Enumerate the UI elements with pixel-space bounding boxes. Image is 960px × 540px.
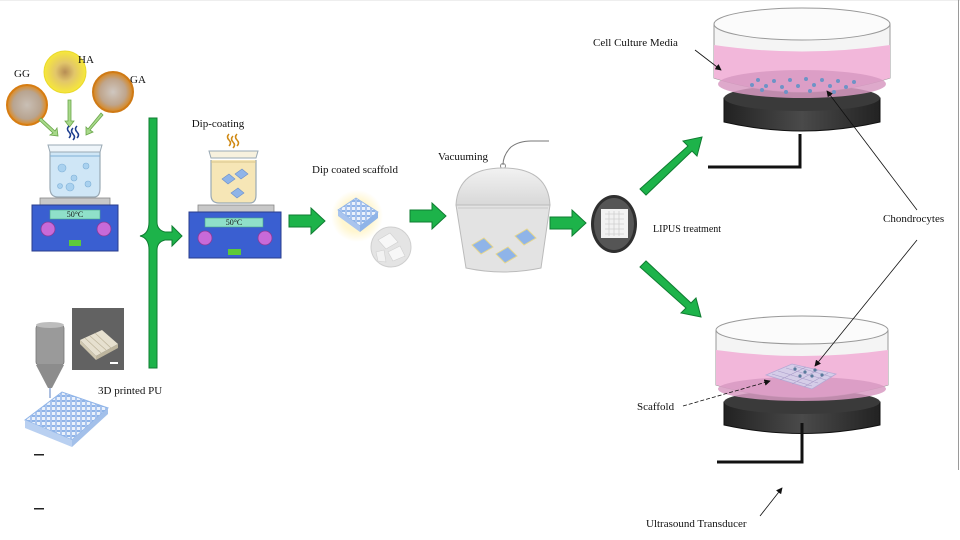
right-border <box>958 0 959 470</box>
label-dip-coated-scaffold: Dip coated scaffold <box>312 164 398 176</box>
label-lipus-treatment: LIPUS treatment <box>653 224 721 235</box>
dip-coated-scaffold-image <box>331 190 383 242</box>
hotplate-dip-coating <box>188 204 282 259</box>
label-ga: GA <box>130 74 146 86</box>
pointer-chondrocytes-bottom <box>814 239 918 367</box>
culture-dish-top <box>708 7 891 169</box>
material-arrows <box>38 99 104 137</box>
label-ha: HA <box>78 54 94 66</box>
pointer-chondrocytes-top <box>826 90 918 211</box>
label-cell-culture-media: Cell Culture Media <box>593 37 678 49</box>
printed-pu-photo <box>72 308 124 370</box>
vacuum-chamber <box>455 140 551 273</box>
stray-marks <box>34 454 44 510</box>
hotplate-temp-2: 50°C <box>226 218 243 227</box>
material-ball-gg <box>6 84 48 126</box>
hotplate-mixing <box>31 197 119 252</box>
scaffold-photo <box>370 226 412 268</box>
chondrocyte-cells <box>750 77 856 94</box>
flow-arrow-up <box>639 136 703 196</box>
flow-arrow-down <box>639 260 702 318</box>
steam-icon <box>66 125 80 141</box>
printed-scaffold-grid <box>24 391 109 447</box>
material-ball-ha <box>43 50 87 94</box>
label-3d-printed-pu: 3D printed PU <box>98 385 162 397</box>
label-vacuuming: Vacuuming <box>438 151 489 163</box>
culture-dish-bottom <box>715 315 889 464</box>
flow-arrow-1 <box>288 206 326 236</box>
label-gg: GG <box>14 68 30 80</box>
pointer-cell-culture-media <box>694 49 722 71</box>
flow-arrow-2 <box>409 201 447 231</box>
printer-nozzle <box>35 322 65 398</box>
flow-arrow-3 <box>549 208 587 238</box>
merge-connector-arrow <box>139 117 183 369</box>
steam-icon <box>226 133 240 149</box>
lipus-sample-image <box>591 195 637 253</box>
label-scaffold: Scaffold <box>637 401 675 413</box>
top-border <box>0 0 960 1</box>
material-ball-ga <box>92 71 134 113</box>
pointer-scaffold <box>682 379 771 407</box>
label-ultrasound-transducer: Ultrasound Transducer <box>646 518 747 530</box>
pointer-ultrasound-transducer <box>759 487 783 517</box>
beaker-mixing <box>47 125 103 198</box>
label-dip-coating: Dip-coating <box>192 118 245 130</box>
hotplate-temp-1: 50°C <box>67 210 84 219</box>
label-chondrocytes: Chondrocytes <box>883 213 944 225</box>
beaker-dip-coating <box>208 133 259 204</box>
